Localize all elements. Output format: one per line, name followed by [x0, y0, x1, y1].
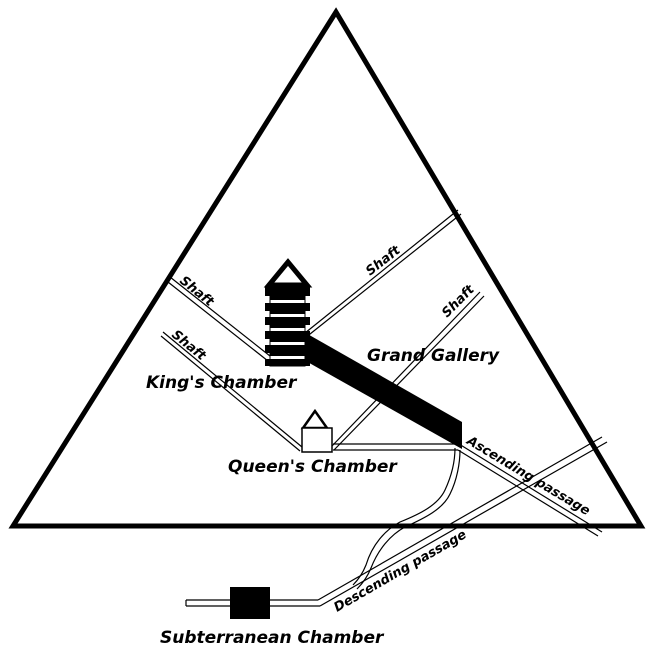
pyramid-outline [8, 7, 646, 529]
well-shaft [352, 447, 461, 590]
kings-chamber [263, 258, 313, 367]
queens-chamber [300, 408, 333, 453]
kings-chamber-label: King's Chamber [146, 373, 298, 393]
subterranean-chamber [230, 587, 270, 619]
subterranean-chamber-label: Subterranean Chamber [160, 628, 385, 648]
queen-shaft-north [331, 291, 485, 451]
queen-horizontal-passage [333, 443, 458, 451]
queens-chamber-label: Queen's Chamber [228, 457, 398, 477]
shaft-label-king-north: Shaft [363, 243, 404, 279]
queen-shaft-south [160, 331, 303, 452]
king-shaft-north [304, 209, 462, 339]
grand-gallery [304, 332, 462, 449]
grand-gallery-label: Grand Gallery [367, 346, 500, 366]
ascending-passage [457, 443, 603, 537]
descending-passage [317, 436, 608, 607]
king-shaft-south [167, 276, 271, 362]
descending-passage-label: Descending passage [332, 527, 470, 615]
